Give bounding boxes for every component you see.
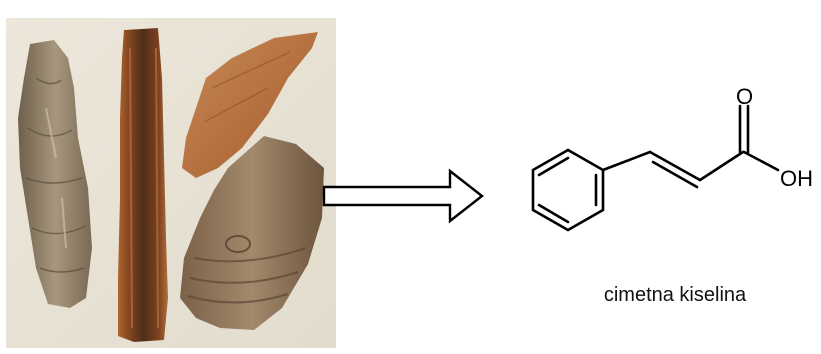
molecule-bonds	[531, 104, 780, 232]
bark-piece-top-right	[182, 32, 318, 178]
cinnamic-acid-structure: O OH	[531, 84, 813, 232]
hollow-right-arrow-icon	[322, 168, 484, 224]
bark-piece-left	[18, 40, 92, 308]
bark-piece-bottom-right	[180, 136, 324, 330]
hydroxyl-label: OH	[780, 166, 813, 191]
bark-piece-stick	[118, 28, 168, 342]
oxygen-label: O	[736, 84, 753, 109]
molecule-caption: cimetna kiselina	[603, 284, 747, 306]
cinnamon-bark-photo	[6, 18, 336, 348]
